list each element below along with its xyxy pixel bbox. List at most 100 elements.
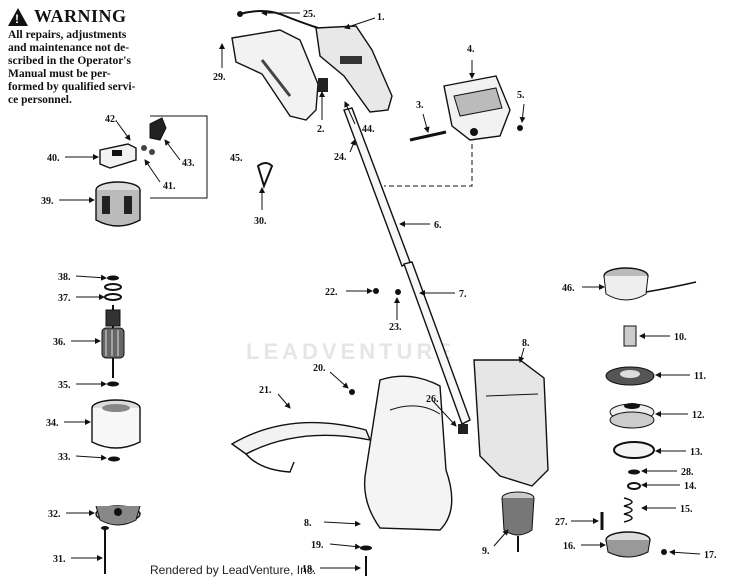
label-31: 31. [53, 554, 66, 565]
part-switch [141, 117, 167, 155]
part-switch-trigger [318, 78, 328, 92]
label-9: 9. [482, 546, 490, 557]
part-shaft-lower [395, 261, 471, 425]
label-32: 32. [48, 509, 61, 520]
watermark: LEADVENTURE [246, 339, 456, 364]
label-29: 29. [213, 72, 226, 83]
part-screw-31 [101, 526, 109, 574]
label-18: 18. [302, 564, 315, 575]
label-10: 10. [674, 332, 687, 343]
label-24: 24. [334, 152, 347, 163]
label-12: 12. [692, 410, 705, 421]
warning-line: formed by qualified servi- [8, 81, 136, 93]
leader-lines [59, 10, 701, 571]
part-washer-33 [108, 456, 120, 462]
label-13: 13. [690, 447, 703, 458]
part-clip-30 [256, 162, 274, 190]
part-cord [237, 10, 319, 29]
part-spool-12 [609, 403, 655, 429]
label-35: 35. [58, 380, 71, 391]
part-motor-housing-half [363, 375, 453, 531]
label-43: 43. [182, 158, 195, 169]
part-spool-46 [603, 267, 697, 301]
part-connector-26 [458, 424, 468, 434]
warning-line: Manual must be per- [8, 68, 111, 80]
label-44: 44. [362, 124, 375, 135]
part-motor-housing-other-half [473, 359, 549, 487]
part-handle-left [231, 29, 319, 121]
warning-line: and maintenance not de- [8, 42, 130, 54]
footer-credit: Rendered by LeadVenture, Inc. [150, 563, 317, 577]
part-motor-9 [501, 491, 535, 552]
label-19: 19. [311, 540, 324, 551]
label-4: 4. [467, 44, 475, 55]
part-spring-15 [623, 497, 633, 523]
label-42: 42. [105, 114, 118, 125]
label-20: 20. [313, 363, 326, 374]
label-8-right: 8. [522, 338, 530, 349]
warning-line: scribed in the Operator's [8, 55, 131, 67]
label-41: 41. [163, 181, 176, 192]
part-adapter-10 [623, 325, 637, 347]
warning-box: WARNING All repairs, adjustments and mai… [8, 6, 208, 107]
label-45: 45. [230, 153, 243, 164]
part-armature [101, 305, 125, 378]
label-5: 5. [517, 90, 525, 101]
part-pin-3 [409, 130, 447, 142]
part-washer-35 [107, 381, 119, 387]
label-23: 23. [389, 322, 402, 333]
label-46: 46. [562, 283, 575, 294]
bracket-45 [150, 115, 208, 199]
part-cap-16 [605, 531, 651, 558]
part-screw-5 [517, 125, 523, 131]
part-motor-housing-top [95, 181, 141, 227]
part-screw-20 [349, 389, 355, 395]
part-labels: 1. 2. 3. 4. 5. 6. 7. 8. 8. 9. 10. 11. 12… [41, 9, 717, 575]
part-ring-13 [613, 441, 655, 459]
part-hub-11 [605, 366, 655, 386]
part-nut-14 [627, 482, 641, 490]
label-40: 40. [47, 153, 60, 164]
warning-line: All repairs, adjustments [8, 29, 127, 41]
part-handle-right [315, 25, 393, 113]
label-6: 6. [434, 220, 442, 231]
part-screw-22 [373, 288, 379, 294]
label-16: 16. [563, 541, 576, 552]
label-2: 2. [317, 124, 325, 135]
label-22: 22. [325, 287, 338, 298]
part-screw-17 [661, 549, 667, 555]
label-1: 1. [377, 12, 385, 23]
label-7: 7. [459, 289, 467, 300]
label-34: 34. [46, 418, 59, 429]
part-guard [230, 421, 372, 473]
part-shaft-upper [343, 107, 411, 267]
part-aux-handle [443, 75, 511, 141]
label-14: 14. [684, 481, 697, 492]
warning-title: WARNING [34, 6, 127, 26]
label-11: 11. [694, 371, 706, 382]
label-17: 17. [704, 550, 717, 561]
part-washer-28 [628, 469, 640, 475]
label-8-bottom: 8. [304, 518, 312, 529]
part-end-bell [95, 505, 141, 526]
label-26: 26. [426, 394, 439, 405]
label-30: 30. [254, 216, 267, 227]
warning-text: All repairs, adjustments and maintenance… [8, 29, 208, 107]
label-37: 37. [58, 293, 71, 304]
label-36: 36. [53, 337, 66, 348]
leader-4-dashed [384, 144, 473, 187]
label-21: 21. [259, 385, 272, 396]
part-switch-cover [99, 143, 137, 169]
warning-triangle-icon [8, 7, 28, 26]
label-38: 38. [58, 272, 71, 283]
label-27: 27. [555, 517, 568, 528]
label-25: 25. [303, 9, 316, 20]
part-washer-19 [360, 545, 372, 551]
label-39: 39. [41, 196, 54, 207]
label-15: 15. [680, 504, 693, 515]
part-magnet-housing [91, 399, 141, 449]
label-33: 33. [58, 452, 71, 463]
part-washers [104, 275, 122, 301]
label-3: 3. [416, 100, 424, 111]
